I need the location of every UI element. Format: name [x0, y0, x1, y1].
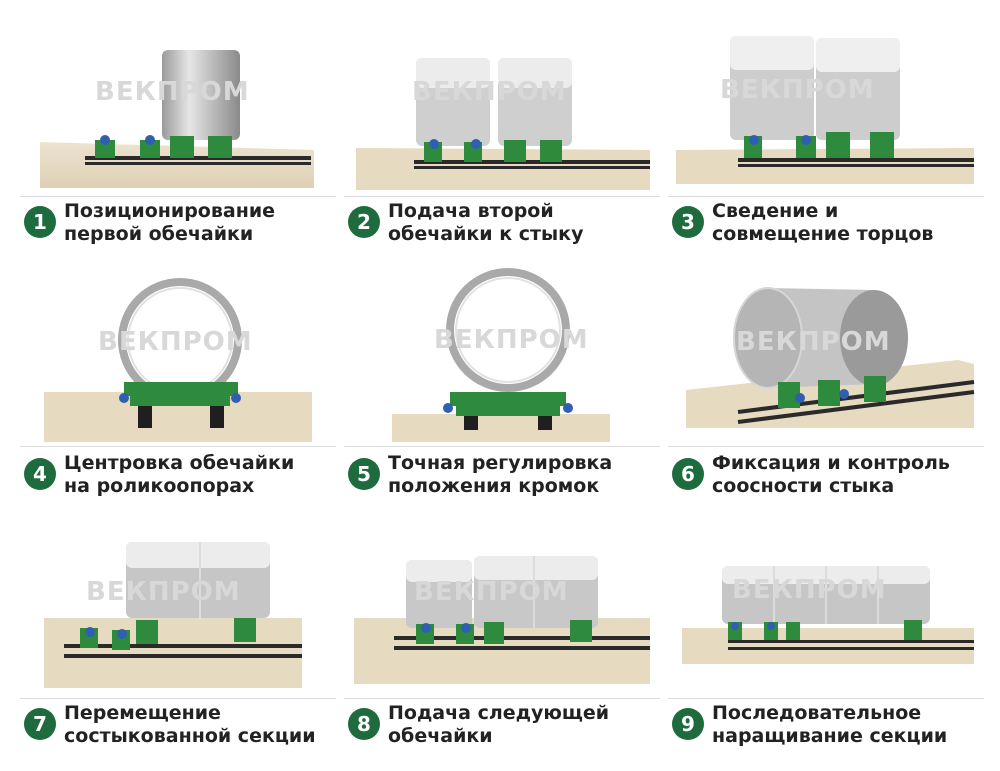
svg-text:ВЕКПРОМ: ВЕКПРОМ: [736, 327, 891, 357]
svg-text:ВЕКПРОМ: ВЕКПРОМ: [95, 77, 250, 107]
floor-plate: [392, 414, 610, 442]
svg-text:ВЕКПРОМ: ВЕКПРОМ: [732, 575, 887, 605]
step-number-badge: 4: [24, 458, 56, 490]
divider: [344, 196, 660, 197]
step-illustration-9: ВЕКПРОМ: [668, 504, 984, 700]
step-illustration-5: ВЕКПРОМ: [344, 252, 660, 448]
svg-text:ВЕКПРОМ: ВЕКПРОМ: [414, 577, 569, 607]
step-number-badge: 6: [672, 458, 704, 490]
divider: [20, 446, 336, 447]
step-illustration-6: ВЕКПРОМ: [668, 252, 984, 448]
divider: [20, 698, 336, 699]
step-number-badge: 2: [348, 206, 380, 238]
floor-plate: [682, 628, 974, 664]
step-number-badge: 8: [348, 708, 380, 740]
divider: [668, 446, 984, 447]
svg-text:ВЕКПРОМ: ВЕКПРОМ: [86, 577, 241, 607]
step-number-badge: 7: [24, 708, 56, 740]
divider: [668, 698, 984, 699]
svg-text:ВЕКПРОМ: ВЕКПРОМ: [412, 77, 567, 107]
step-number-badge: 3: [672, 206, 704, 238]
step-number-badge: 9: [672, 708, 704, 740]
svg-text:ВЕКПРОМ: ВЕКПРОМ: [434, 325, 589, 355]
step-illustration-2: ВЕКПРОМ: [344, 0, 660, 196]
step-illustration-8: ВЕКПРОМ: [344, 504, 660, 700]
step-illustration-1: ВЕКПРОМ: [20, 0, 336, 196]
divider: [344, 446, 660, 447]
step-illustration-7: ВЕКПРОМ: [20, 504, 336, 700]
divider: [668, 196, 984, 197]
svg-text:ВЕКПРОМ: ВЕКПРОМ: [720, 75, 875, 105]
step-number-badge: 5: [348, 458, 380, 490]
divider: [344, 698, 660, 699]
pipe-ring: [446, 268, 570, 392]
pipe-shell: [162, 50, 240, 140]
floor-plate: [44, 392, 312, 442]
divider: [20, 196, 336, 197]
step-number-badge: 1: [24, 206, 56, 238]
svg-text:ВЕКПРОМ: ВЕКПРОМ: [98, 327, 253, 357]
step-illustration-4: ВЕКПРОМ: [20, 252, 336, 448]
step-illustration-3: ВЕКПРОМ: [668, 0, 984, 196]
